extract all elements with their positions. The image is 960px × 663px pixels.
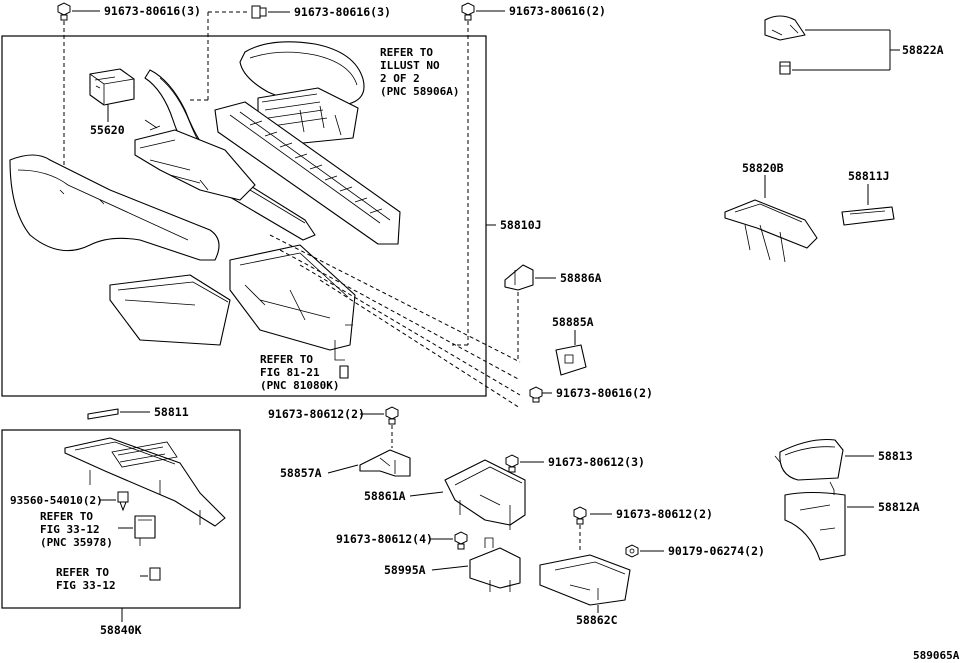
refer-illust-line-3: 2 OF 2 [380,72,420,85]
label-58885A: 58885A [552,315,594,329]
refer-fig81-line-3: (PNC 81080K) [260,379,339,392]
bolt-icon [454,531,468,550]
nut-icon [625,544,639,558]
part-58840K-drawing [64,437,226,527]
refer-fig33b-line-1: REFER TO [56,566,109,579]
refer-illust-line-2: ILLUST NO [380,59,440,72]
label-58857A: 58857A [280,466,322,480]
label-bolt-58885: 91673-80616(2) [556,386,653,400]
label-bolt-58995: 91673-80612(4) [336,532,433,546]
label-screw-93560: 93560-54010(2) [10,494,103,507]
bolt-icon [505,454,519,473]
label-55620: 55620 [90,123,125,137]
part-58811-drawing [87,408,119,420]
console-box-drawing [229,244,356,361]
console-grille-drawing [214,101,401,245]
label-58822A: 58822A [902,43,944,57]
console-assembly-frame [1,35,487,397]
console-frame-drawing [134,69,316,241]
panel-assembly-frame [1,429,241,609]
label-bolt-top-right: 91673-80616(2) [509,4,606,18]
label-58840K: 58840K [100,623,142,637]
bolt-icon [461,2,475,21]
refer-illust-line-4: (PNC 58906A) [380,85,459,98]
label-58812A: 58812A [878,500,920,514]
connector-icon [339,365,349,379]
label-bolt-top-left: 91673-80616(3) [104,4,201,18]
label-58811J: 58811J [848,169,890,183]
part-58820B-drawing [724,199,818,263]
label-58813: 58813 [878,449,913,463]
part-58995A-drawing [469,537,521,592]
label-58886A: 58886A [560,271,602,285]
part-58862C-drawing [539,554,631,606]
refer-fig33a-line-2: FIG 33-12 [40,523,100,536]
refer-fig33a-line-3: (PNC 35978) [40,536,113,549]
bolt-icon [251,5,267,19]
bolt-icon [57,2,71,21]
label-bolt-top-mid: 91673-80616(3) [294,5,391,19]
part-58885A-drawing [555,344,587,376]
diagram-id: 589065A [913,649,960,662]
part-58812A-drawing [784,481,846,561]
part-58822A-drawing [764,15,806,75]
bolt-icon [573,506,587,525]
refer-fig33b-line-2: FIG 33-12 [56,579,116,592]
label-58820B: 58820B [742,161,784,175]
screw-icon [117,491,129,512]
switch-module-drawing [134,515,156,546]
label-bolt-58857: 91673-80612(2) [268,407,365,421]
refer-illust-line-1: REFER TO [380,46,433,59]
part-58813-drawing [774,438,844,481]
label-bolt-58862: 91673-80612(2) [616,507,713,521]
bolt-icon [529,386,543,403]
label-bolt-58861: 91673-80612(3) [548,455,645,469]
refer-fig33a-line-1: REFER TO [40,510,93,523]
refer-fig81-line-1: REFER TO [260,353,313,366]
connector-icon [149,567,161,581]
part-58861A-drawing [444,459,526,530]
label-58810J: 58810J [500,218,542,232]
label-58862C: 58862C [576,613,618,627]
label-nut-90179: 90179-06274(2) [668,544,765,558]
part-58857A-drawing [359,449,411,477]
bolt-icon [385,406,399,425]
label-58811: 58811 [154,405,189,419]
part-58886A-drawing [504,264,534,291]
lower-tray-drawing [109,274,231,346]
refer-fig81-line-2: FIG 81-21 [260,366,320,379]
part-58811J-drawing [841,206,895,226]
side-panel-drawing [9,154,220,261]
label-58995A: 58995A [384,563,426,577]
part-55620-drawing [89,68,135,106]
label-58861A: 58861A [364,489,406,503]
